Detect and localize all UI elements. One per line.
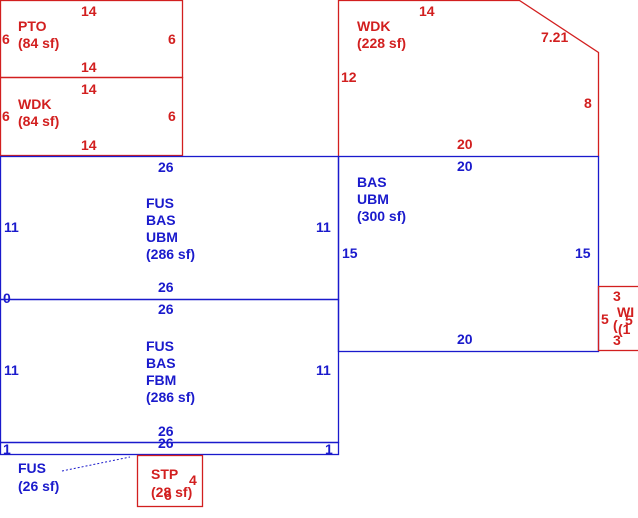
fus-lower-line-1: FUS (146, 338, 174, 354)
bas-right-section[interactable]: BAS UBM (300 sf) 20 20 15 15 (337, 155, 600, 353)
wdk-small-dim-right: 5 (625, 312, 633, 328)
wdk-small-dim-bottom: 3 (613, 332, 621, 348)
pto-dim-bottom: 14 (81, 59, 97, 75)
fus-upper-dim-zero: 0 (3, 290, 11, 306)
fus-upper-line-2: BAS (146, 212, 176, 228)
bas-right-dim-right: 15 (575, 245, 591, 261)
wdk-left-label: WDK (18, 96, 51, 112)
fus-strip-label: FUS (18, 460, 46, 476)
fus-lower-dim-left: 11 (4, 362, 19, 378)
stp-area: (28 sf) (151, 484, 192, 500)
fus-lower-outline (0, 298, 340, 444)
bas-right-line-1: BAS (357, 174, 387, 190)
fus-lower-section[interactable]: FUS BAS FBM (286 sf) 26 26 11 11 (0, 298, 340, 444)
wdk-small-label: WI (617, 304, 634, 320)
fus-strip-dim-left: 1 (3, 441, 11, 457)
bas-right-outline (337, 155, 600, 353)
stp-label: STP (151, 466, 178, 482)
bas-right-dim-bottom: 20 (457, 331, 473, 347)
stp-dim-right: 4 (189, 472, 197, 488)
wdk-small-dim-top: 3 (613, 288, 621, 304)
bas-right-dim-top: 20 (457, 158, 473, 174)
wdk-small-section[interactable]: 3 5 3 WI (1 5 ( (597, 285, 638, 352)
fus-strip-area: (26 sf) (18, 478, 59, 494)
fus-upper-line-1: FUS (146, 195, 174, 211)
fus-upper-line-3: UBM (146, 229, 178, 245)
pto-label: PTO (18, 18, 47, 34)
fus-lower-dim-top: 26 (158, 301, 174, 317)
wdk-right-dim-bottom: 20 (457, 136, 473, 152)
wdk-left-dim-right: 6 (168, 108, 176, 124)
stp-dim-bottom: 6 (164, 487, 172, 503)
wdk-left-dim-bottom: 14 (81, 137, 97, 153)
pto-dim-left: 6 (2, 31, 10, 47)
wdk-right-outline (337, 0, 600, 157)
wdk-small-outline (597, 285, 638, 352)
wdk-left-dim-top: 14 (81, 81, 97, 97)
wdk-right-section[interactable]: WDK (228 sf) 14 7.21 12 8 20 (337, 0, 600, 157)
wdk-small-area: (1 (618, 321, 631, 337)
fus-upper-section[interactable]: FUS BAS UBM (286 sf) 26 26 11 11 0 (0, 155, 340, 307)
pto-area: (84 sf) (18, 35, 59, 51)
bas-right-area: (300 sf) (357, 208, 406, 224)
pto-section[interactable]: PTO (84 sf) 14 14 6 6 (0, 0, 184, 79)
wdk-small-dim-left: 5 (601, 311, 609, 327)
fus-upper-dim-bottom: 26 (158, 279, 174, 295)
fus-strip-dim-top: 26 (158, 435, 174, 451)
fus-strip-leader-line (61, 456, 131, 472)
fus-lower-area: (286 sf) (146, 389, 195, 405)
bas-right-line-2: UBM (357, 191, 389, 207)
fus-strip-dim-right: 1 (325, 441, 333, 457)
wdk-right-dim-top: 14 (419, 3, 435, 19)
wdk-left-section[interactable]: WDK (84 sf) 14 14 6 6 (0, 76, 184, 157)
fus-upper-dim-top: 26 (158, 159, 174, 175)
bas-right-dim-left: 15 (342, 245, 358, 261)
pto-dim-top: 14 (81, 3, 97, 19)
fus-lower-dim-right: 11 (316, 362, 331, 378)
wdk-right-dim-right: 8 (584, 95, 592, 111)
wdk-left-area: (84 sf) (18, 113, 59, 129)
fus-upper-area: (286 sf) (146, 246, 195, 262)
pto-dim-right: 6 (168, 31, 176, 47)
wdk-right-dim-diagonal: 7.21 (541, 29, 568, 45)
wdk-right-area: (228 sf) (357, 35, 406, 51)
fus-lower-line-2: BAS (146, 355, 176, 371)
wdk-small-dim-extra: ( (613, 317, 618, 333)
fus-strip-outline (0, 441, 340, 456)
stp-section[interactable]: STP (28 sf) 4 6 (136, 454, 204, 508)
fus-upper-dim-left: 11 (4, 219, 19, 235)
fus-lower-line-3: FBM (146, 372, 176, 388)
fus-strip-section[interactable]: 26 1 1 FUS (26 sf) (0, 435, 340, 494)
wdk-right-dim-left: 12 (341, 69, 357, 85)
fus-lower-dim-bottom: 26 (158, 423, 174, 439)
wdk-left-dim-left: 6 (2, 108, 10, 124)
wdk-left-outline (0, 76, 184, 157)
fus-upper-dim-right: 11 (316, 219, 331, 235)
stp-outline (136, 454, 204, 508)
wdk-right-label: WDK (357, 18, 390, 34)
